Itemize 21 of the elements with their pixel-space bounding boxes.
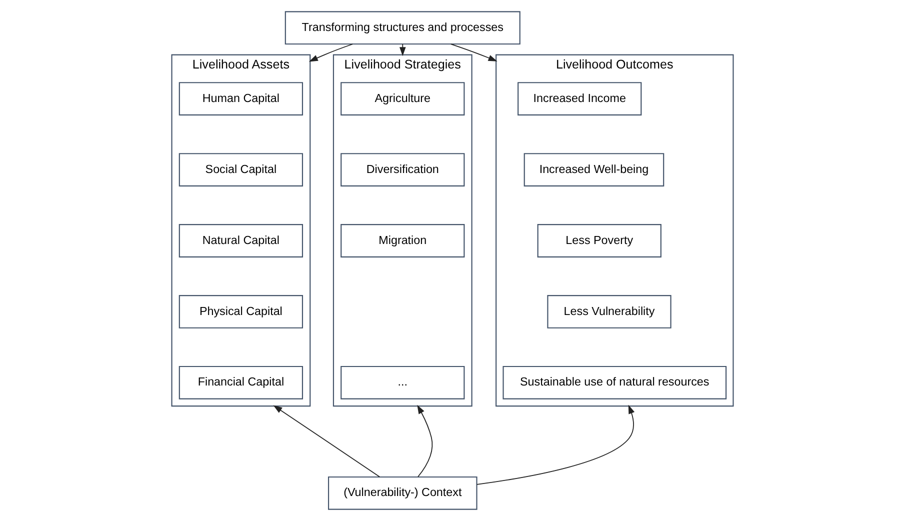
node-box: Financial Capital: [178, 366, 304, 400]
node-box: Increased Well-being: [524, 153, 664, 186]
node-box: Sustainable use of natural resources: [502, 366, 727, 400]
node-box: (Vulnerability-) Context: [328, 476, 478, 510]
node-box: Social Capital: [178, 153, 304, 186]
node-box: Less Vulnerability: [547, 295, 672, 328]
arrow: [450, 44, 498, 62]
arrow: [417, 404, 433, 478]
node-box: Agriculture: [340, 82, 465, 116]
node-box: Natural Capital: [178, 224, 304, 258]
arrow: [476, 404, 635, 485]
node-box: Less Poverty: [537, 224, 662, 258]
node-box: Diversification: [340, 153, 465, 186]
node-box: Physical Capital: [178, 295, 304, 328]
arrow: [400, 44, 406, 56]
node-box: ...: [340, 366, 465, 400]
node-box: Human Capital: [178, 82, 304, 116]
arrow: [273, 405, 380, 478]
node-box: Increased Income: [518, 82, 642, 116]
node-box: Transforming structures and processes: [284, 11, 520, 45]
node-box: Migration: [340, 224, 465, 258]
